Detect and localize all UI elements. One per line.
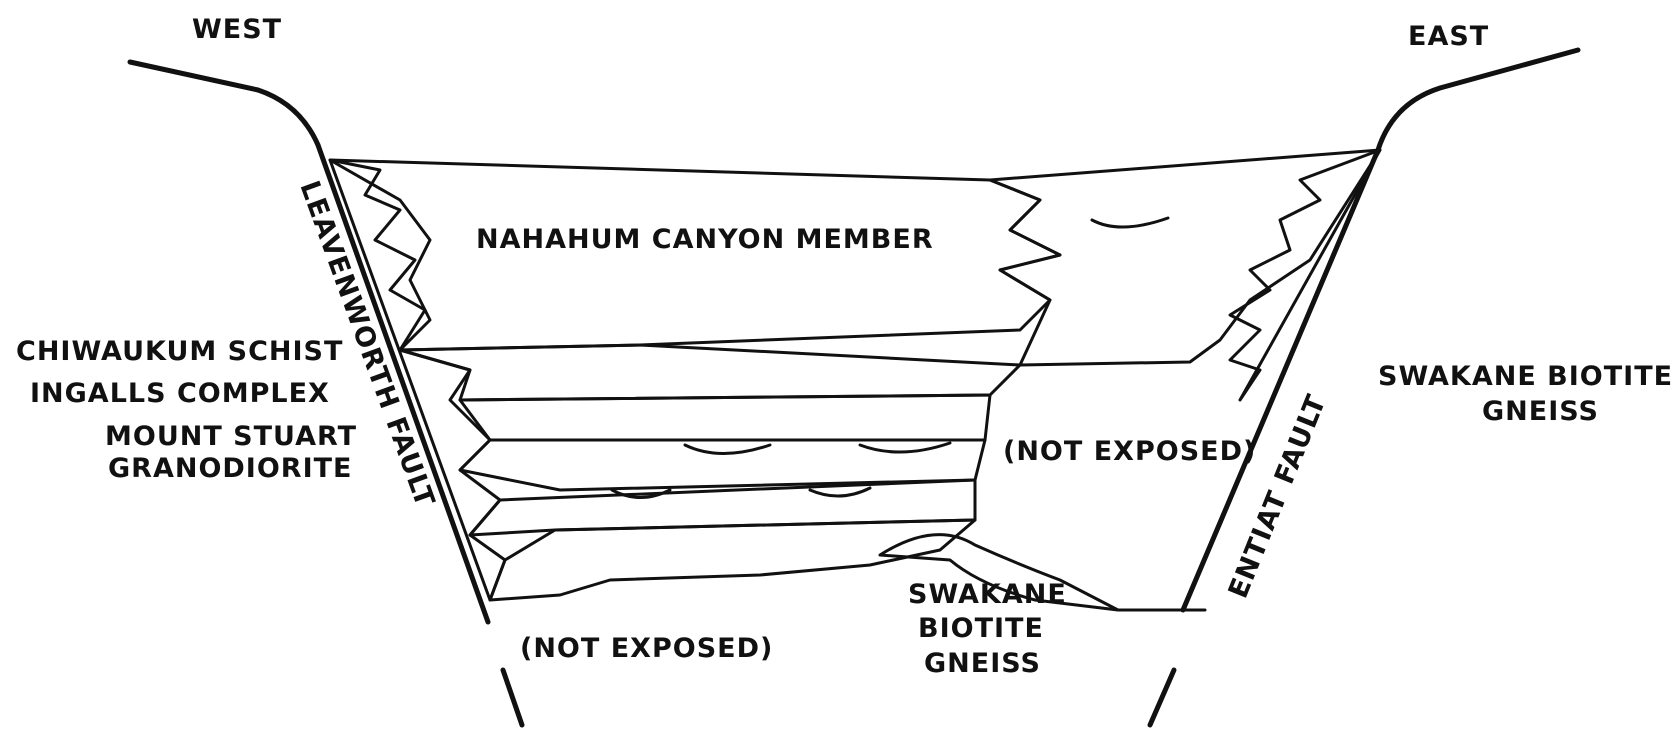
channel-lens-4 — [810, 488, 870, 496]
granodiorite-label: GRANODIORITE — [108, 453, 353, 484]
leavenworth-fault-inferred — [503, 670, 522, 725]
channel-lens-1 — [685, 445, 770, 454]
biotite-basement-label: BIOTITE — [918, 613, 1044, 644]
entiat-fault-inferred — [1150, 670, 1174, 725]
nahahum-canyon-member-body — [330, 160, 1060, 350]
chiwaukum-schist-label: CHIWAUKUM SCHIST — [16, 336, 343, 367]
gneiss-east-label: GNEISS — [1482, 396, 1599, 427]
swakane-biotite-east-label: SWAKANE BIOTITE — [1378, 361, 1673, 392]
channel-lens-5 — [1092, 218, 1168, 227]
channel-lens-2 — [860, 443, 950, 452]
ingalls-complex-label: INGALLS COMPLEX — [30, 378, 330, 409]
land-surface-east — [1378, 50, 1578, 150]
not-exposed-middle-label: (NOT EXPOSED) — [1003, 436, 1256, 467]
sandstone-lens-5 — [490, 520, 975, 600]
east-label: EAST — [1408, 21, 1489, 52]
nahahum-canyon-member-label: NAHAHUM CANYON MEMBER — [476, 224, 934, 255]
sandstone-lens-2 — [460, 395, 990, 440]
sandstone-lens-1 — [400, 345, 1020, 400]
gneiss-basement-label: GNEISS — [924, 648, 1041, 679]
land-surface-west — [130, 62, 318, 145]
west-label: WEST — [192, 14, 282, 45]
swakane-basement-label: SWAKANE — [908, 579, 1067, 610]
mount-stuart-label: MOUNT STUART — [105, 421, 357, 452]
not-exposed-bottom-label: (NOT EXPOSED) — [520, 633, 773, 664]
entiat-fault-label: ENTIAT FAULT — [1223, 390, 1333, 602]
east-conglomerate-wedge — [1230, 150, 1380, 400]
